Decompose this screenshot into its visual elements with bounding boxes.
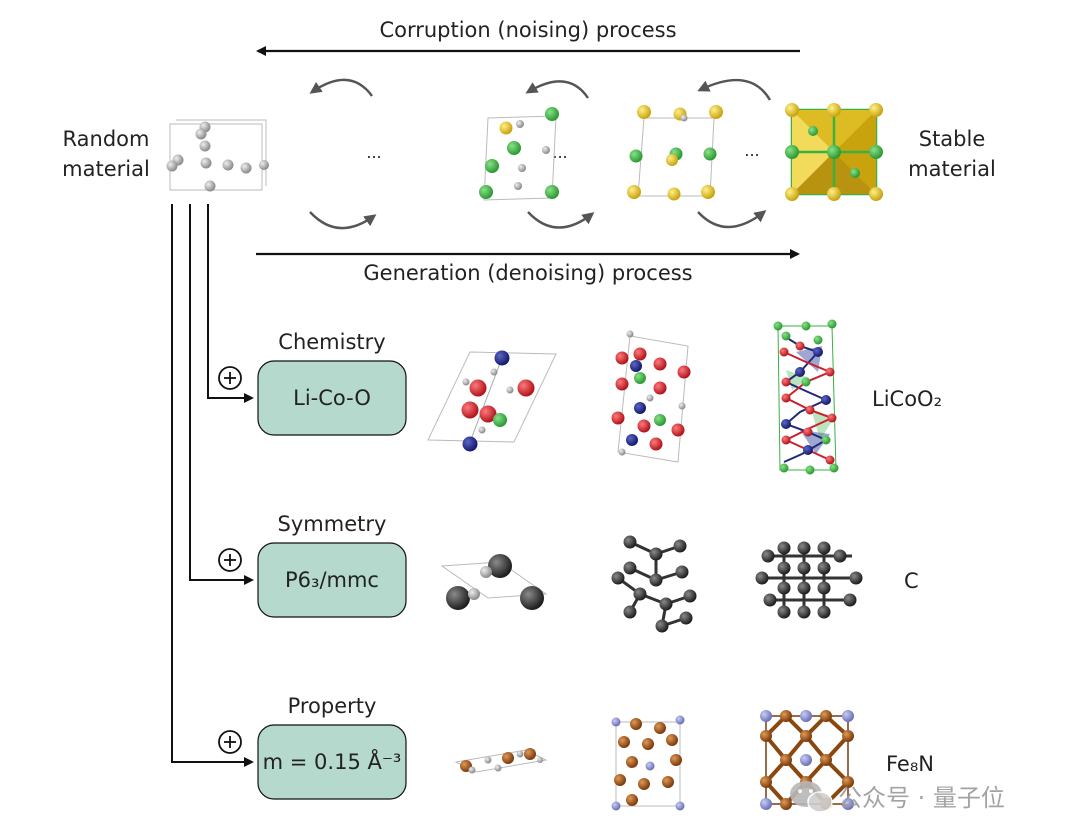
curved-arrow-icon (697, 78, 772, 101)
plus-icon (218, 730, 242, 754)
chemistry-structure-1 (427, 350, 557, 452)
wechat-icon (790, 781, 833, 813)
condition-box (257, 360, 407, 436)
condition-box (257, 724, 407, 800)
chemistry-structure-3 (773, 319, 839, 475)
random-material-label: Random (63, 127, 150, 151)
plus-icon (218, 366, 242, 390)
result-formula: C (904, 569, 919, 593)
stable-material-structure (785, 103, 883, 201)
property-structure-2 (611, 715, 685, 811)
ellipsis-3: ... (744, 141, 759, 160)
condition-box-text: P6₃/mmc (285, 568, 379, 592)
ellipsis-2: ... (552, 143, 567, 162)
symmetry-structure-3 (755, 541, 863, 619)
result-formula: LiCoO₂ (872, 387, 942, 411)
watermark: 公众号 · 量子位 (790, 781, 1005, 813)
intermediate-structure-1 (479, 107, 559, 201)
condition-chemistry: Chemistry Li-Co-O LiCoO₂ (257, 330, 942, 436)
connector-chemistry (207, 204, 254, 403)
condition-title: Property (288, 694, 377, 718)
condition-box-text: m = 0.15 Å⁻³ (263, 748, 402, 774)
random-material-structure (166, 119, 269, 192)
stable-material-label: Stable (919, 127, 986, 151)
corruption-process: Corruption (noising) process (256, 18, 800, 56)
curved-arrows (309, 78, 772, 230)
symmetry-structure-1 (440, 554, 548, 610)
connector-property (171, 204, 254, 767)
watermark-text: 公众号 · 量子位 (838, 784, 1005, 812)
curved-arrow-icon (697, 210, 767, 229)
curved-arrow-icon (527, 211, 595, 229)
curved-arrow-icon (309, 78, 373, 97)
property-structure-1 (454, 748, 548, 774)
condition-box (257, 542, 407, 618)
intermediate-structure-2 (627, 105, 723, 201)
symmetry-structure-2 (611, 535, 697, 633)
connector-symmetry (189, 204, 254, 585)
curved-arrow-icon (309, 211, 377, 230)
condition-connectors (171, 204, 254, 767)
condition-symmetry: Symmetry P6₃/mmc C (257, 512, 919, 618)
corruption-label: Corruption (noising) process (379, 18, 676, 42)
condition-title: Symmetry (278, 512, 387, 536)
condition-property: Property m = 0.15 Å⁻³ Fe₈N (257, 694, 934, 800)
result-formula: Fe₈N (886, 752, 934, 776)
condition-title: Chemistry (278, 330, 385, 354)
plus-icon (218, 548, 242, 572)
chemistry-structure-2 (611, 330, 691, 463)
stable-material-label-2: material (908, 157, 996, 181)
plus-icons (218, 366, 242, 754)
condition-box-text: Li-Co-O (293, 386, 371, 410)
ellipsis-1: ... (366, 143, 381, 162)
generation-process: Generation (denoising) process (256, 249, 800, 285)
random-material-label-2: material (62, 157, 150, 181)
generation-label: Generation (denoising) process (363, 261, 692, 285)
curved-arrow-icon (525, 80, 589, 99)
